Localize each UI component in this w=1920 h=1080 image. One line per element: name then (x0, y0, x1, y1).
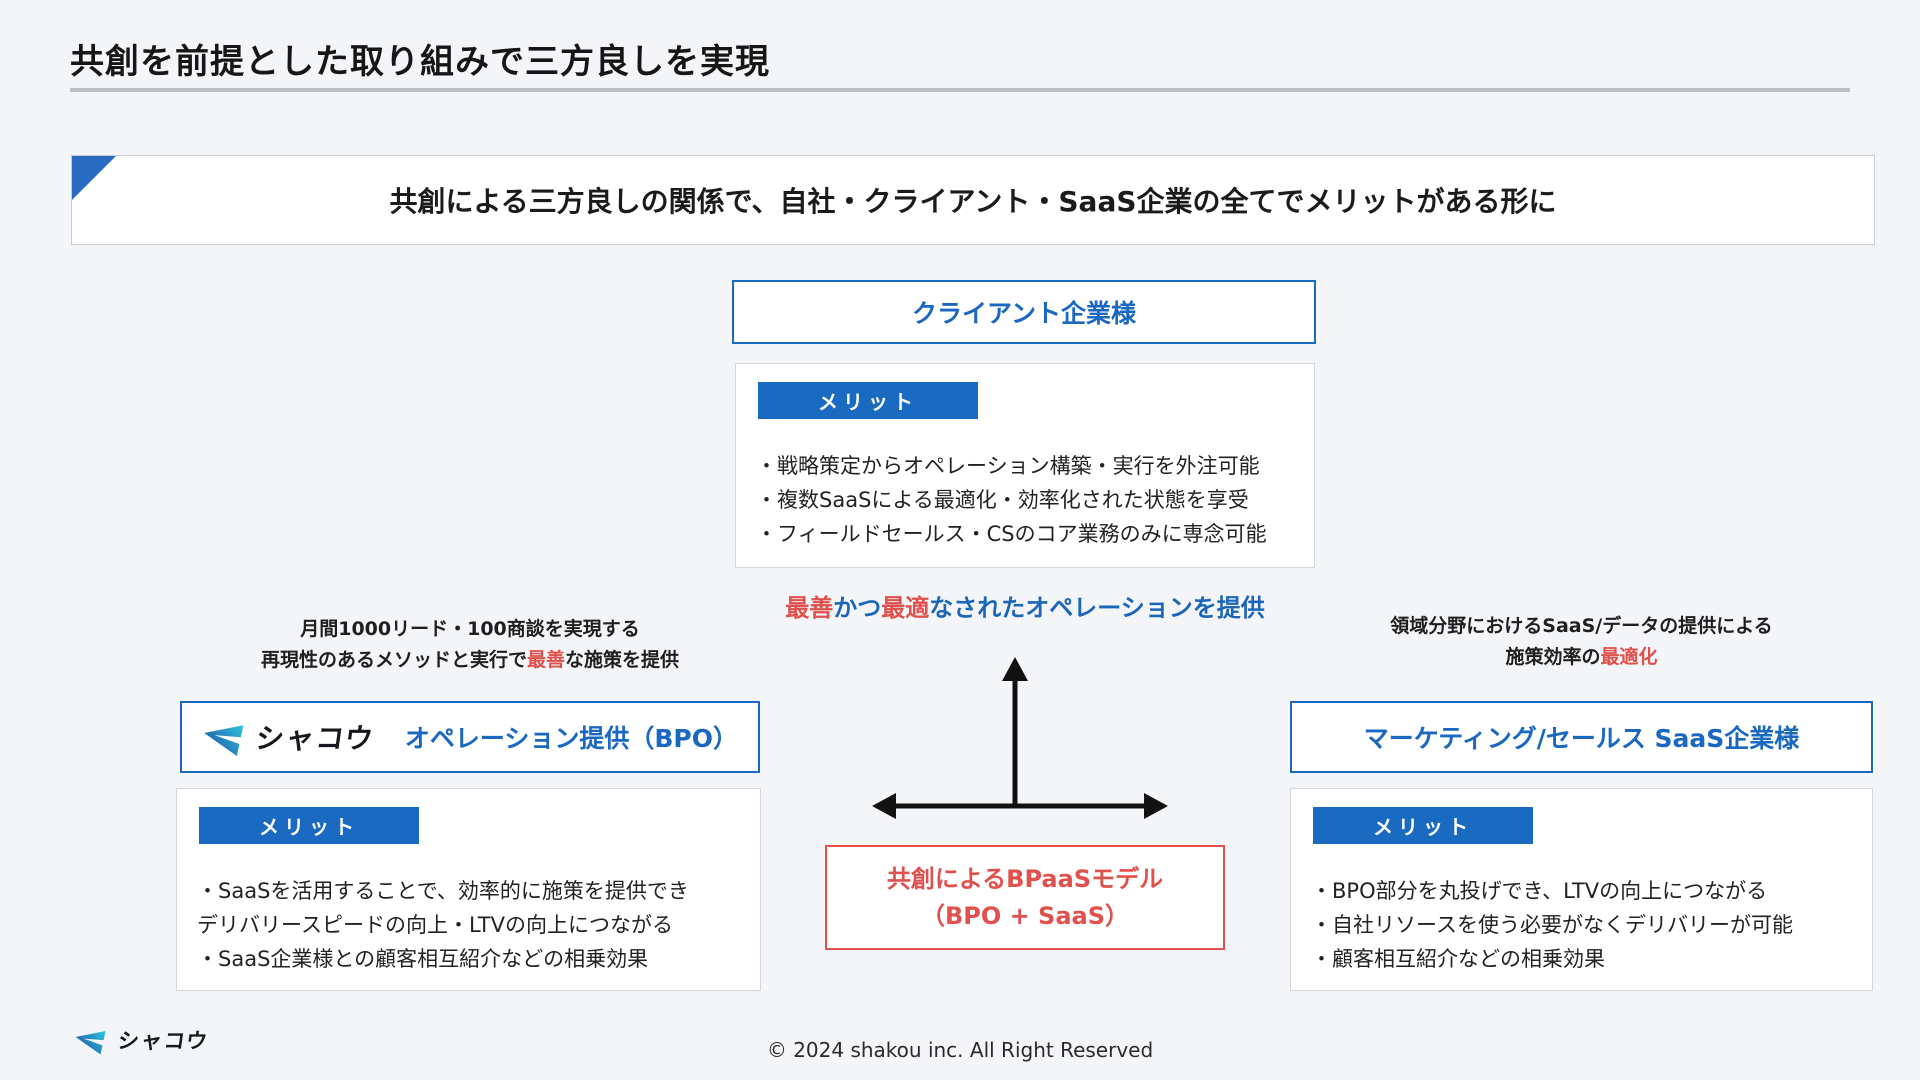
highlight-text: 最適 (881, 594, 930, 622)
list-item: ・複数SaaSによる最適化・効率化された状態を享受 (756, 488, 1249, 512)
shakou-logo: シャコウ (202, 716, 377, 758)
bpaas-model-line2: （BPO + SaaS） (920, 901, 1130, 930)
saas-merit-panel: メリット ・BPO部分を丸投げでき、LTVの向上につながる ・自社リソースを使う… (1290, 788, 1873, 991)
list-item: ・SaaS企業様との顧客相互紹介などの相乗効果 (197, 947, 649, 971)
highlight-text: 最適化 (1600, 646, 1658, 668)
bpaas-model-line1: 共創によるBPaaSモデル (886, 864, 1164, 893)
bpo-title: オペレーション提供（BPO） (404, 724, 739, 753)
bpo-note-line1: 月間1000リード・100商談を実現する (300, 618, 640, 640)
highlight-text: 最善 (785, 594, 834, 622)
text-part: かつ (833, 594, 882, 622)
client-company-box: クライアント企業様 (732, 280, 1316, 344)
banner-message: 共創による三方良しの関係で、自社・クライアント・SaaS企業の全てでメリットがあ… (389, 185, 1557, 218)
saas-note: 領域分野におけるSaaS/データの提供による 施策効率の最適化 (1290, 611, 1873, 673)
shakou-logo-text: シャコウ (253, 722, 377, 755)
list-item: ・フィールドセールス・CSのコア業務のみに専念可能 (756, 522, 1267, 546)
bpo-note-line2: 再現性のあるメソッドと実行で最善な施策を提供 (180, 645, 760, 676)
paper-plane-icon (75, 1031, 106, 1055)
saas-note-line1: 領域分野におけるSaaS/データの提供による (1390, 615, 1773, 637)
title-divider (70, 88, 1850, 92)
bpo-merit-panel: メリット ・SaaSを活用することで、効率的に施策を提供でき デリバリースピード… (176, 788, 761, 991)
list-item: ・BPO部分を丸投げでき、LTVの向上につながる (1311, 879, 1768, 903)
paper-plane-icon (204, 725, 244, 757)
shakou-bpo-box: シャコウ オペレーション提供（BPO） (180, 701, 760, 773)
saas-merit-badge: メリット (1313, 807, 1533, 844)
saas-company-title: マーケティング/セールス SaaS企業様 (1363, 724, 1800, 753)
list-item: ・自社リソースを使う必要がなくデリバリーが可能 (1311, 913, 1793, 937)
client-merit-list: ・戦略策定からオペレーション構築・実行を外注可能 ・複数SaaSによる最適化・効… (756, 449, 1294, 551)
provide-operation-text: 最善かつ最適なされたオペレーションを提供 (735, 588, 1315, 623)
text-part: なされたオペレーションを提供 (929, 594, 1265, 622)
saas-merit-list: ・BPO部分を丸投げでき、LTVの向上につながる ・自社リソースを使う必要がなく… (1311, 874, 1852, 976)
three-way-arrow-icon (872, 657, 1168, 819)
list-item: デリバリースピードの向上・LTVの向上につながる (197, 913, 673, 937)
saas-company-box: マーケティング/セールス SaaS企業様 (1290, 701, 1873, 773)
copyright-text: © 2024 shakou inc. All Right Reserved (766, 1038, 1154, 1062)
text-part: 再現性のあるメソッドと実行で (260, 649, 527, 671)
saas-note-line2: 施策効率の最適化 (1290, 642, 1873, 673)
client-company-title: クライアント企業様 (911, 299, 1136, 328)
banner-corner-triangle-icon (72, 156, 116, 200)
client-merit-panel: メリット ・戦略策定からオペレーション構築・実行を外注可能 ・複数SaaSによる… (735, 363, 1315, 568)
list-item: ・顧客相互紹介などの相乗効果 (1311, 947, 1605, 971)
footer-logo: シャコウ (74, 1024, 211, 1056)
text-part: 施策効率の (1505, 646, 1601, 668)
bpo-merit-list: ・SaaSを活用することで、効率的に施策を提供でき デリバリースピードの向上・L… (197, 874, 740, 976)
client-merit-badge: メリット (758, 382, 978, 419)
bpo-note: 月間1000リード・100商談を実現する 再現性のあるメソッドと実行で最善な施策… (180, 614, 760, 676)
text-part: な施策を提供 (565, 649, 680, 671)
banner-message-box: 共創による三方良しの関係で、自社・クライアント・SaaS企業の全てでメリットがあ… (71, 155, 1875, 245)
list-item: ・戦略策定からオペレーション構築・実行を外注可能 (756, 454, 1260, 478)
page-title: 共創を前提とした取り組みで三方良しを実現 (70, 42, 770, 82)
list-item: ・SaaSを活用することで、効率的に施策を提供でき (197, 879, 689, 903)
bpo-merit-badge: メリット (199, 807, 419, 844)
highlight-text: 最善 (526, 649, 565, 671)
bpaas-model-box: 共創によるBPaaSモデル （BPO + SaaS） (825, 845, 1225, 950)
